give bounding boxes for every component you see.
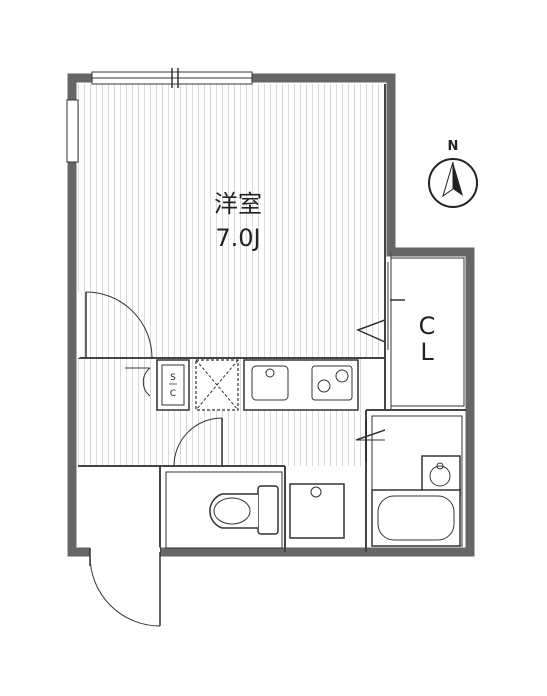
entrance [89,547,161,627]
left-window [66,99,79,163]
toilet-icon [209,485,279,535]
top-window [91,68,253,88]
outer-wall [67,73,475,557]
bathtub-icon [371,489,461,547]
compass-icon: N [428,139,478,208]
fridge-space [195,359,239,411]
shoe-closet: S C [125,359,190,411]
kitchen-counter [243,359,359,411]
washer-icon [289,483,345,539]
bath-door-swing-icon [355,420,386,462]
room-name: 洋室 [214,190,262,218]
shoe-closet-label-bottom: C [170,389,176,399]
sink-icon [251,365,289,401]
compass-north-label: N [448,139,459,154]
room-door-swing-icon [76,291,153,359]
shoe-closet-label-top: S [170,373,176,383]
toilet-door-swing-icon [173,417,223,467]
room-size: 7.0J [215,224,260,252]
toilet-room [165,471,283,549]
stove-icon [311,365,353,401]
closet: C L [356,257,465,407]
closet-label-top: C [419,312,436,340]
bathroom [371,415,463,547]
closet-label-bottom: L [420,338,434,366]
entrance-door-swing-icon [89,547,161,627]
